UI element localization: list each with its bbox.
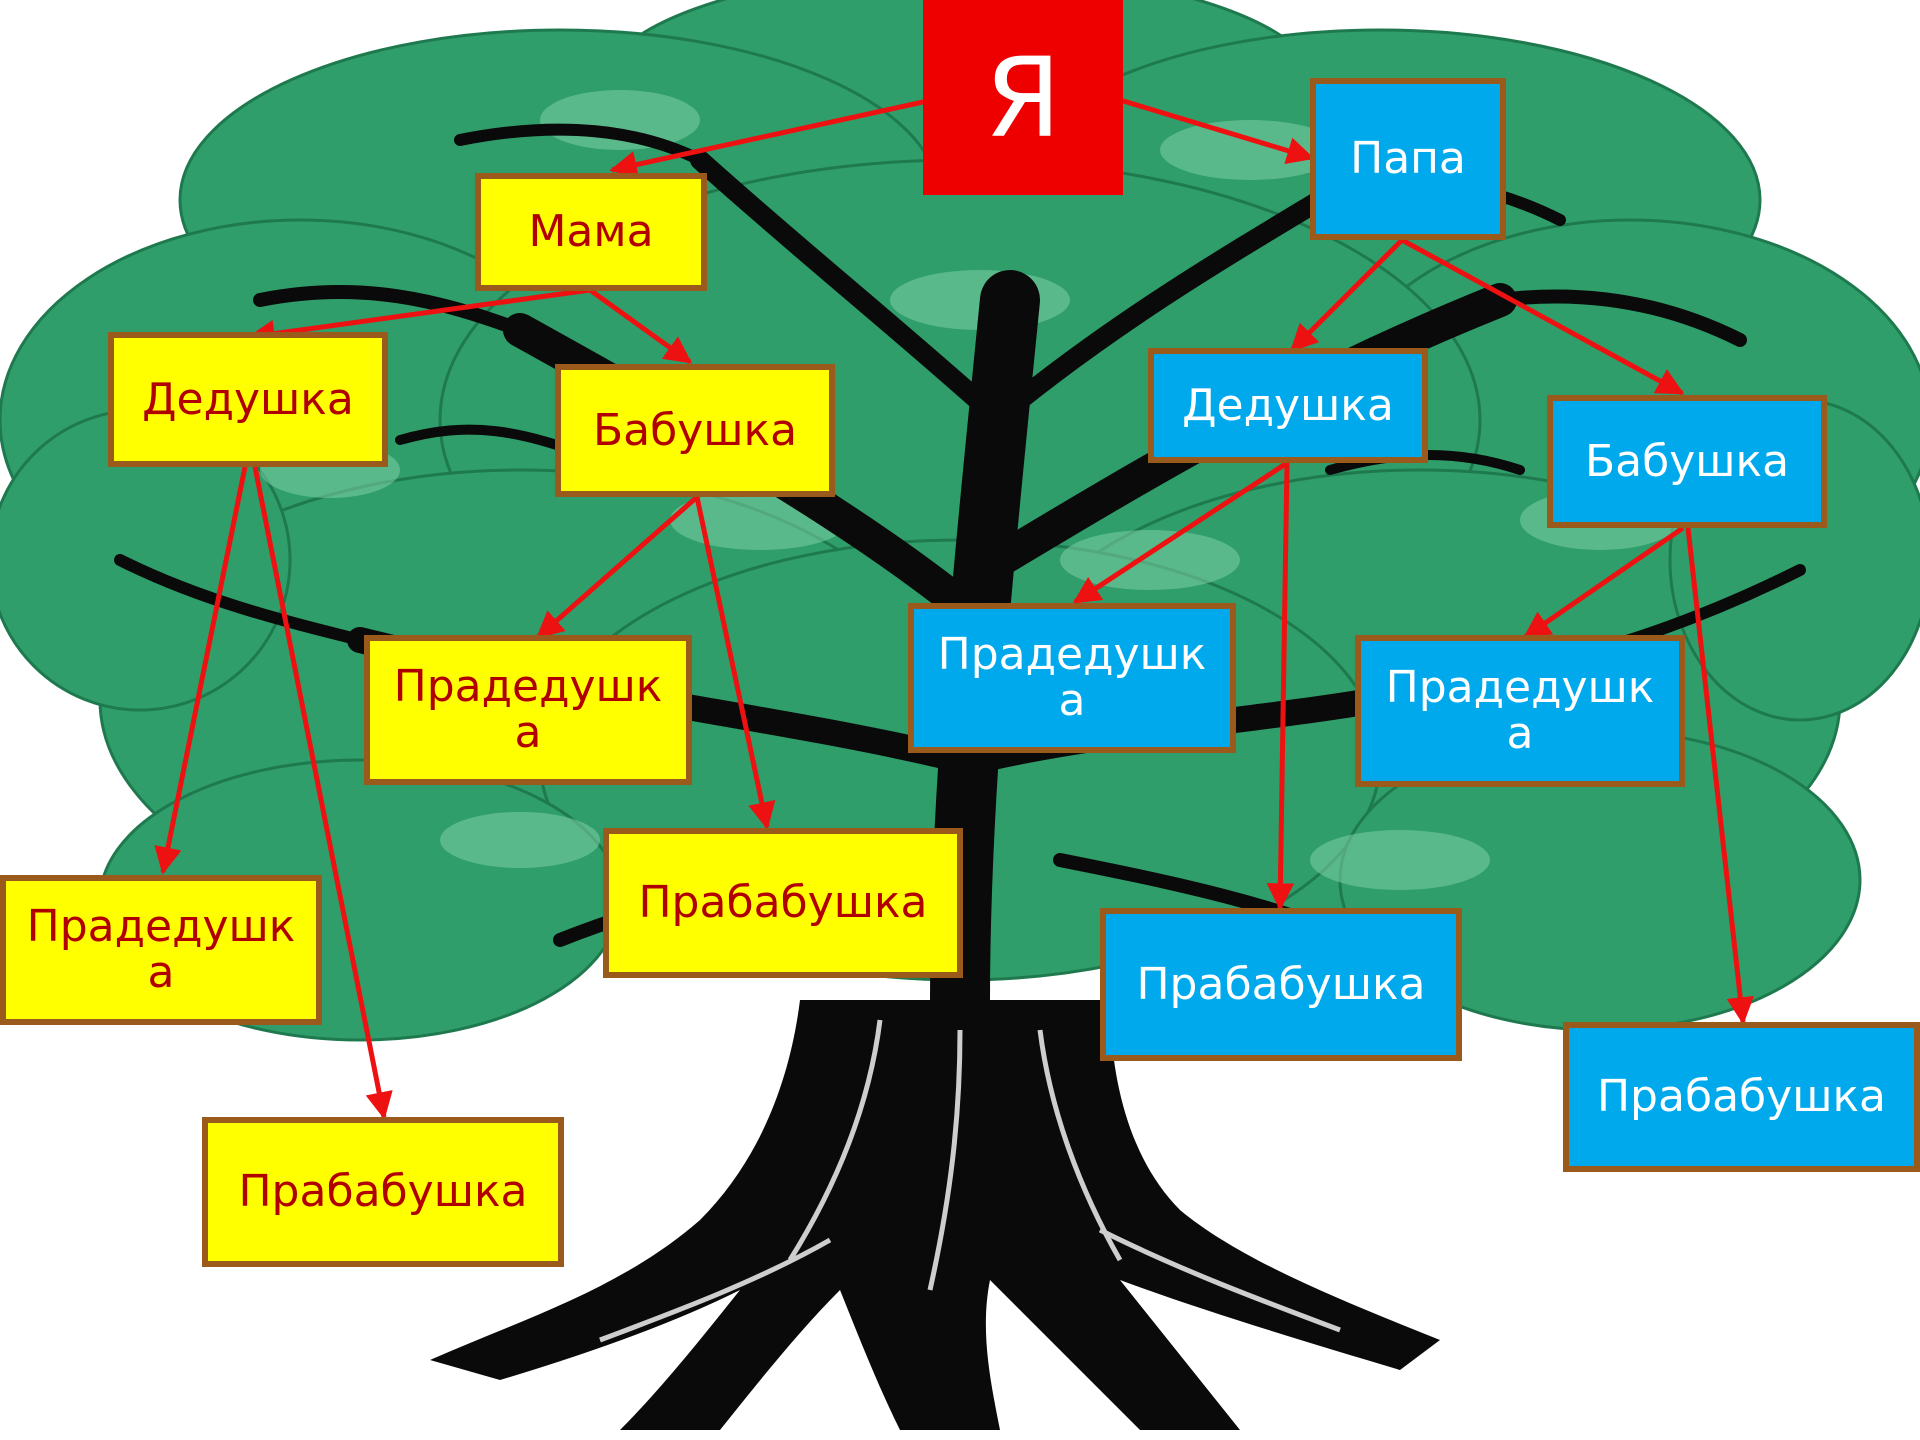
node-maternal-gm-greatgrandmother-label: Прабабушка (638, 877, 928, 928)
node-papa: Папа (1310, 78, 1506, 240)
node-mama-label: Мама (528, 206, 654, 257)
node-paternal-gm-greatgrandmother-label: Прабабушка (1596, 1071, 1887, 1122)
node-paternal-gf-greatgrandmother: Прабабушка (1100, 908, 1462, 1061)
node-maternal-gm-greatgrandmother: Прабабушка (603, 828, 963, 978)
node-me: Я (923, 0, 1123, 195)
node-maternal-gf-greatgrandfather-label: Прадедушк а (26, 901, 296, 998)
arrow-mama-to-grandfather (247, 287, 591, 348)
node-maternal-gm-greatgrandfather-label: Прадедушк а (393, 661, 663, 758)
node-paternal-grandfather-label: Дедушка (1182, 379, 1394, 431)
node-paternal-gm-greatgrandmother: Прабабушка (1563, 1022, 1920, 1172)
arrow-mama-to-grandmother (588, 287, 693, 365)
node-maternal-gf-greatgrandfather: Прадедушк а (0, 875, 322, 1025)
node-paternal-grandfather: Дедушка (1148, 348, 1428, 463)
node-paternal-gf-greatgrandfather: Прадедушк а (908, 603, 1236, 753)
node-maternal-grandfather-label: Дедушка (142, 373, 354, 425)
node-maternal-grandmother: Бабушка (555, 364, 835, 497)
arrow-m-grandfather-to-greatgrandfather (154, 466, 248, 875)
arrow-p-grandmother-to-greatgrandfather (1522, 525, 1685, 640)
node-paternal-gf-greatgrandmother-label: Прабабушка (1136, 958, 1426, 1010)
arrow-m-grandmother-to-greatgrandmother (694, 496, 776, 830)
node-maternal-grandmother-label: Бабушка (592, 404, 798, 456)
arrow-m-grandmother-to-greatgrandfather (535, 495, 699, 639)
arrow-p-grandfather-to-greatgrandmother (1266, 462, 1295, 911)
node-paternal-gm-greatgrandfather: Прадедушк а (1355, 635, 1685, 787)
arrow-me-to-papa (1119, 97, 1315, 165)
arrow-m-grandfather-to-greatgrandmother (252, 466, 393, 1120)
arrow-p-grandmother-to-greatgrandmother (1685, 527, 1754, 1025)
node-maternal-gm-greatgrandfather: Прадедушк а (364, 635, 692, 785)
arrow-p-grandfather-to-greatgrandfather (1072, 460, 1289, 605)
node-paternal-grandmother: Бабушка (1547, 395, 1827, 528)
trunk-and-roots (430, 1000, 1440, 1430)
node-paternal-gf-greatgrandfather-label: Прадедушк а (937, 629, 1207, 726)
node-maternal-grandfather: Дедушка (108, 332, 388, 467)
node-maternal-gf-greatgrandmother-label: Прабабушка (238, 1166, 528, 1217)
arrow-papa-to-grandfather (1290, 238, 1404, 352)
node-papa-label: Папа (1350, 133, 1466, 184)
node-mama: Мама (475, 173, 707, 291)
root-highlights (599, 1019, 1341, 1343)
arrow-me-to-mama (609, 92, 956, 179)
node-maternal-gf-greatgrandmother: Прабабушка (202, 1117, 564, 1267)
node-paternal-grandmother-label: Бабушка (1584, 435, 1790, 487)
node-paternal-gm-greatgrandfather-label: Прадедушк а (1385, 662, 1655, 759)
arrow-papa-to-grandmother (1400, 237, 1685, 396)
